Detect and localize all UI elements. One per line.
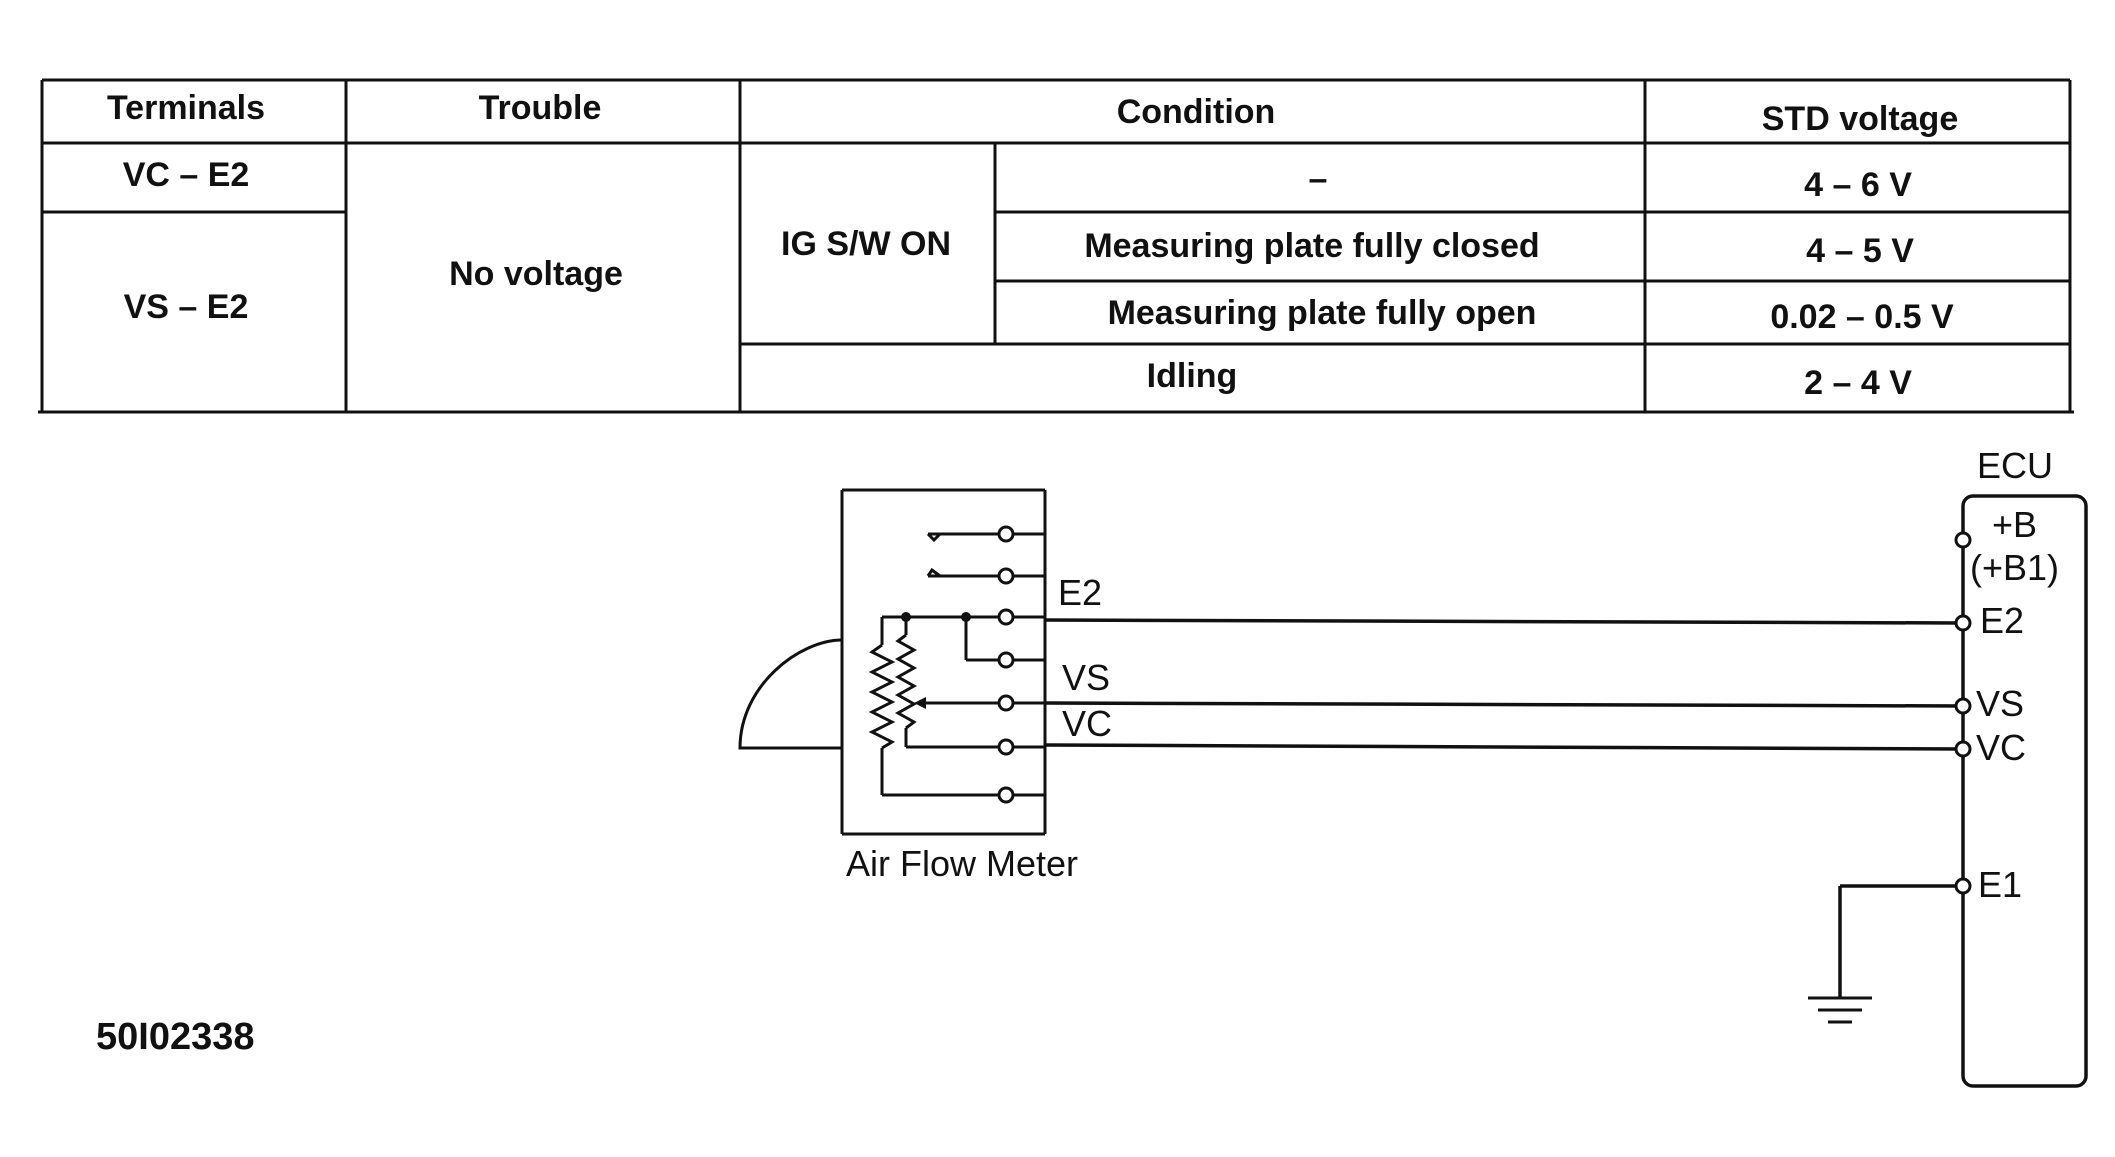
meter-dots <box>901 612 971 709</box>
header-std-voltage: STD voltage <box>1762 100 1958 138</box>
meter-terminal-vc: VC <box>1062 703 1112 744</box>
air-flow-meter <box>738 488 1047 836</box>
ecu-terminal-vs: VS <box>1976 683 2024 724</box>
voltage-row-3: 0.02 – 0.5 V <box>1770 298 1954 336</box>
terminal-vs-e2: VS – E2 <box>124 288 249 326</box>
wire-vc <box>1044 743 1964 751</box>
ecu-pins <box>1954 531 1972 895</box>
condition-none: – <box>1309 160 1328 198</box>
ecu-terminal-vc: VC <box>1976 727 2026 768</box>
condition-idling: Idling <box>1147 357 1238 395</box>
voltage-row-1: 4 – 6 V <box>1804 166 1912 204</box>
meter-terminal-vs: VS <box>1062 657 1110 698</box>
wire-vs <box>1044 701 1964 708</box>
voltage-row-4: 2 – 4 V <box>1804 364 1912 402</box>
condition-plate-open: Measuring plate fully open <box>1108 294 1537 332</box>
air-flow-meter-label: Air Flow Meter <box>846 843 1078 884</box>
header-terminals: Terminals <box>107 89 265 127</box>
ecu-b-label: +B <box>1992 504 2037 545</box>
trouble-value: No voltage <box>449 255 623 293</box>
ecu-terminal-e2: E2 <box>1980 600 2024 641</box>
meter-pins <box>997 525 1015 804</box>
header-condition: Condition <box>1117 93 1276 131</box>
ecu-box <box>1838 494 2088 1088</box>
figure-code: 50I02338 <box>96 1016 255 1058</box>
ecu-terminal-e1: E1 <box>1978 864 2022 905</box>
ig-switch-condition: IG S/W ON <box>781 225 951 263</box>
voltage-row-2: 4 – 5 V <box>1806 232 1914 270</box>
ground-icon <box>1808 996 1872 1024</box>
ecu-title: ECU <box>1977 445 2053 486</box>
harness-wires <box>1044 618 1964 751</box>
terminal-vc-e2: VC – E2 <box>123 156 250 194</box>
spec-table <box>38 78 2074 414</box>
ecu-b1-label: (+B1) <box>1970 547 2059 588</box>
header-trouble: Trouble <box>479 89 602 127</box>
condition-plate-closed: Measuring plate fully closed <box>1084 227 1539 265</box>
table-text: Terminals Trouble Condition STD voltage … <box>107 89 1958 402</box>
wire-e2 <box>1044 618 1964 625</box>
meter-terminal-e2: E2 <box>1058 572 1102 613</box>
